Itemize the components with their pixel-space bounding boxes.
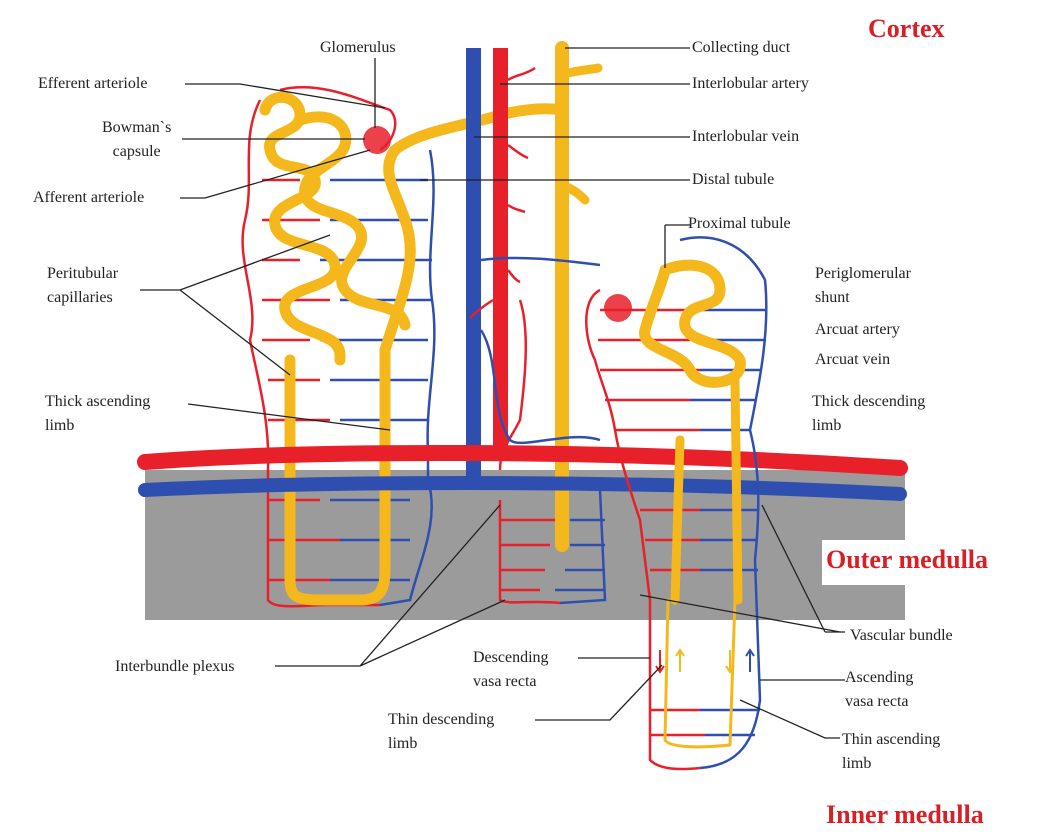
flow-arrows — [655, 648, 755, 674]
outer-medulla-label-bg — [822, 540, 1032, 585]
label-arcuat-vein: Arcuat vein — [815, 351, 891, 368]
interbundle-plexus — [479, 256, 607, 605]
right-glomerulus — [604, 294, 632, 322]
arcuat-artery — [137, 444, 908, 476]
label-peritubular-capillaries: Peritubular capillaries — [47, 265, 119, 306]
label-interlobular-artery: Interlobular artery — [692, 75, 809, 92]
descending-arrow-icon — [655, 650, 665, 674]
right-nephron-tubule — [639, 259, 746, 749]
label-periglomerular-shunt: Periglomerular shunt — [815, 265, 911, 306]
zone-label-outer-medulla: Outer medulla — [826, 545, 989, 574]
interlobular-artery — [493, 48, 508, 458]
zone-label-inner-medulla: Inner medulla — [826, 800, 984, 829]
ascending-arrow-icon — [745, 648, 755, 672]
left-peritubular-capillaries — [241, 86, 436, 608]
label-vascular-bundle: Vascular bundle — [850, 627, 953, 644]
zone-label-cortex: Cortex — [868, 14, 945, 43]
arcuat-vein — [138, 476, 907, 501]
label-thick-ascending-limb: Thick ascending limb — [45, 393, 151, 434]
label-bowmans-capsule: Bowman`s capsule — [102, 119, 172, 160]
collecting-duct-branch — [557, 63, 603, 205]
label-efferent-arteriole: Efferent arteriole — [38, 75, 148, 92]
descending-tubule-arrow-icon — [725, 650, 735, 674]
ascending-tubule-arrow-icon — [675, 648, 685, 672]
label-interlobular-vein: Interlobular vein — [692, 128, 800, 145]
label-arcuat-artery: Arcuat artery — [815, 321, 900, 338]
label-thick-descending-limb: Thick descending limb — [812, 393, 926, 434]
label-afferent-arteriole: Afferent arteriole — [33, 189, 145, 206]
left-glomerulus — [363, 126, 391, 154]
label-thin-descending-limb: Thin descending limb — [388, 711, 495, 752]
label-ascending-vasa-recta: Ascending vasa recta — [845, 669, 914, 710]
interlobular-artery-branches — [469, 66, 536, 319]
label-collecting-duct: Collecting duct — [692, 39, 791, 56]
label-thin-ascending-limb: Thin ascending limb — [842, 731, 941, 772]
label-interbundle-plexus: Interbundle plexus — [115, 658, 235, 675]
leader-lines — [140, 47, 845, 739]
label-descending-vasa-recta: Descending vasa recta — [473, 649, 549, 690]
interlobular-vein — [466, 48, 481, 478]
label-distal-tubule: Distal tubule — [692, 171, 775, 188]
label-proximal-tubule: Proximal tubule — [688, 215, 791, 232]
left-nephron-tubule — [259, 91, 566, 606]
label-glomerulus: Glomerulus — [320, 39, 396, 56]
